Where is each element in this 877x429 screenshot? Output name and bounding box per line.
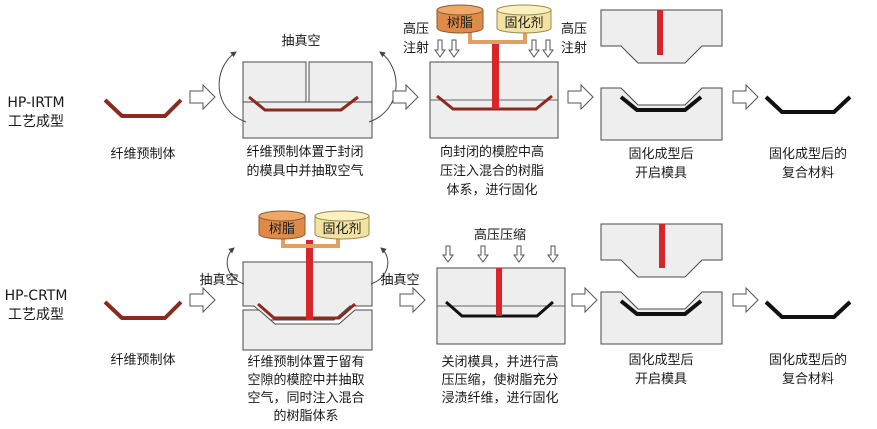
irtm-resin-label: 树脂 (447, 16, 473, 31)
crtm-compression-label: 高压压缩 (474, 227, 526, 243)
crtm-label-line2: 工艺成型 (8, 307, 64, 323)
crtm-vacuum-arrow-right (370, 247, 389, 285)
irtm-row: HP-IRTM 工艺成型 纤维预制体 抽真空 纤维预制体置于封闭 的模具中并抽取… (7, 4, 852, 198)
crtm-hardener-can (314, 216, 370, 240)
irtm-arrow-3 (567, 83, 594, 111)
crtm-resin-channel (306, 240, 313, 320)
irtm-step3-caption-1: 向封闭的模腔中高 (440, 144, 544, 160)
crtm-hardener-label: 固化剂 (322, 222, 361, 237)
crtm-arrow-1 (189, 286, 216, 314)
crtm-final-composite (764, 300, 852, 319)
crtm-vacuum-left-label: 抽真空 (199, 273, 238, 288)
crtm-mold-lower (242, 309, 373, 351)
irtm-arrow-4 (732, 83, 759, 111)
irtm-step4-caption-2: 开启模具 (635, 166, 687, 181)
crtm-row: HP-CRTM 工艺成型 纤维预制体 树脂 固化剂 抽真空 抽真空 纤维预制体置… (5, 210, 852, 424)
irtm-mold-upper-right (308, 61, 373, 103)
irtm-final-composite (764, 95, 852, 114)
crtm-step3-caption-2: 压压缩，使树脂充分 (441, 372, 558, 388)
irtm-inject-right-2: 注射 (561, 40, 587, 56)
crtm-step1-caption: 纤维预制体 (110, 353, 175, 368)
irtm-cured-channel (657, 10, 663, 55)
crtm-open-mold-bottom (600, 291, 723, 345)
irtm-step2-caption-1: 纤维预制体置于封闭 (246, 145, 363, 160)
irtm-label-line2: 工艺成型 (8, 114, 64, 130)
crtm-step3-caption-1: 关闭模具，并进行高 (441, 354, 558, 370)
irtm-resin-channel (492, 40, 499, 109)
irtm-resin-can (436, 10, 484, 34)
irtm-step5-caption-1: 固化成型后的 (769, 146, 847, 162)
irtm-vacuum-label: 抽真空 (281, 34, 320, 49)
crtm-fiber-preform (103, 300, 183, 320)
irtm-hardener-can (496, 10, 552, 34)
crtm-arrow-4 (732, 286, 759, 314)
irtm-step1-caption: 纤维预制体 (110, 147, 175, 162)
irtm-vacuum-arrow-right (368, 51, 397, 123)
irtm-fiber-preform (103, 98, 183, 118)
crtm-cured-channel (659, 224, 665, 268)
irtm-hardener-label: 固化剂 (504, 16, 543, 31)
irtm-step2-caption-2: 的模具中并抽取空气 (246, 163, 363, 179)
irtm-vacuum-arrow-left (218, 51, 247, 123)
crtm-label-line1: HP-CRTM (5, 288, 68, 304)
crtm-resin-can (258, 216, 306, 240)
crtm-step4-caption-2: 开启模具 (635, 372, 687, 387)
crtm-step5-caption-2: 复合材料 (782, 372, 834, 387)
crtm-step2-caption-3: 空气，同时注入混合 (247, 390, 364, 406)
crtm-step2-caption-4: 的树脂体系 (273, 408, 338, 424)
irtm-inject-right-1: 高压 (561, 21, 587, 37)
irtm-inject-left-2: 注射 (403, 40, 429, 56)
crtm-compression-channel (496, 268, 502, 316)
irtm-mold-upper-left (242, 61, 307, 103)
irtm-cured-part-in-mold (619, 95, 703, 112)
crtm-vacuum-arrow-left (226, 247, 245, 285)
crtm-pressure-arrows (442, 245, 559, 263)
crtm-arrow-3 (571, 286, 598, 314)
crtm-step2-caption-2: 空隙的模腔中并抽取 (247, 372, 364, 388)
irtm-step3-caption-2: 压注入混合的树脂 (440, 163, 544, 179)
crtm-step5-caption-1: 固化成型后的 (769, 352, 847, 368)
crtm-step3-caption-3: 浸渍纤维，进行固化 (441, 391, 558, 406)
irtm-step3-caption-3: 体系，进行固化 (446, 183, 537, 198)
irtm-arrow-1 (189, 83, 216, 111)
crtm-step4-caption-1: 固化成型后 (628, 353, 693, 368)
irtm-arrow-2 (392, 83, 419, 111)
irtm-inject-left-1: 高压 (403, 21, 429, 37)
irtm-open-mold-bottom (600, 87, 723, 141)
crtm-step2-caption-1: 纤维预制体置于留有 (247, 355, 364, 370)
crtm-arrow-2 (399, 286, 426, 314)
irtm-step4-caption-1: 固化成型后 (628, 147, 693, 162)
crtm-cured-part-in-mold (619, 299, 703, 316)
irtm-step5-caption-2: 复合材料 (782, 166, 834, 181)
crtm-vacuum-right-label: 抽真空 (380, 273, 419, 288)
crtm-resin-label: 树脂 (269, 222, 295, 237)
irtm-pressure-arrows (434, 39, 554, 58)
irtm-label-line1: HP-IRTM (7, 95, 64, 111)
irtm-preform-in-mold (248, 95, 359, 112)
